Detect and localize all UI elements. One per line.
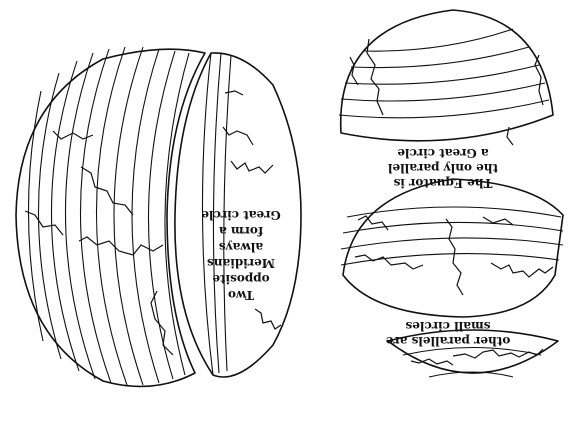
meridians-label-line-3: Meridians xyxy=(207,256,275,270)
meridians-label-line-1: Two xyxy=(228,288,254,302)
meridians-label-line-2: opposite xyxy=(212,272,270,286)
small-circles-slice xyxy=(341,179,563,317)
meridians-label: Two opposite Meridians always form a Gre… xyxy=(201,208,281,302)
meridian-hemisphere-back xyxy=(16,47,205,386)
rotated-figure: Two opposite Meridians always form a Gre… xyxy=(16,10,563,386)
equator-label-line-1: The Equator is xyxy=(393,176,492,190)
equator-label: The Equator is the only parallel a Great… xyxy=(388,146,499,190)
parallels-label-line-1: other parallels are xyxy=(385,334,510,348)
parallels-label: other parallels are small circles xyxy=(385,319,510,348)
parallels-label-line-2: small circles xyxy=(405,319,490,333)
meridians-label-line-5: form a xyxy=(219,224,263,238)
equator-slice xyxy=(339,10,553,145)
meridians-label-line-4: always xyxy=(219,240,263,254)
meridians-label-line-6: Great circle xyxy=(201,208,281,222)
equator-label-line-2: the only parallel xyxy=(388,161,499,175)
equator-label-line-3: a Great circle xyxy=(397,146,489,160)
